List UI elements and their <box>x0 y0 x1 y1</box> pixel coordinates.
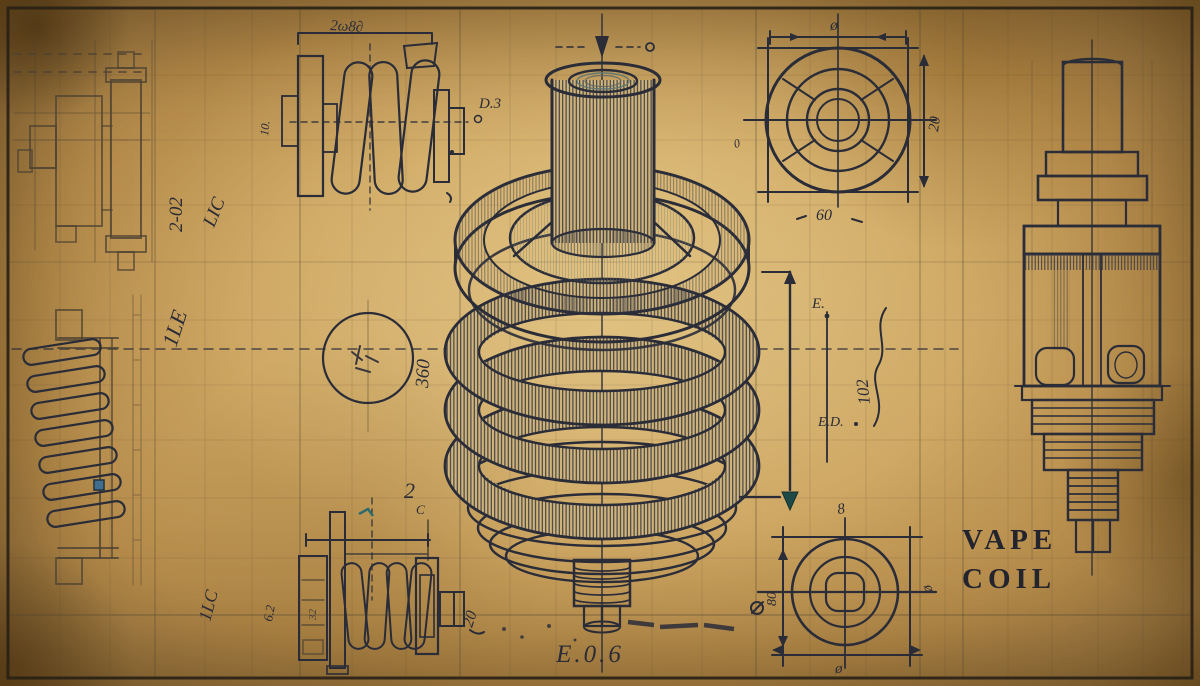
dim-label-6-2: 6.2 <box>260 603 278 622</box>
ink-smudges <box>627 619 735 632</box>
dim-label-tr-left: 0 <box>732 136 741 151</box>
dim-label-10: 10. <box>257 120 272 136</box>
right-tank-side-view <box>1014 39 1171 576</box>
border-frame <box>6 6 1194 680</box>
top-right-circular-view <box>743 13 937 223</box>
dim-label-1le: 1LE <box>157 306 192 349</box>
dim-label-bl-32: 32 <box>307 609 319 622</box>
dim-label-bl-c: C <box>416 502 425 517</box>
dim-label-1lc: 1LC <box>195 587 223 623</box>
dim-label-bl-2: 2 <box>404 478 415 503</box>
drawing-code: E.0.6 <box>555 641 624 668</box>
dimension-chain <box>738 270 887 512</box>
title-block: VAPE COIL <box>962 524 1057 595</box>
dim-label-br-bottom: ø <box>834 661 843 677</box>
top-left-coil-assembly-view <box>281 32 469 211</box>
dim-label-ed: E.D. <box>817 415 844 430</box>
bottom-left-coil-assembly-view <box>298 497 485 675</box>
left-top-side-view <box>13 39 153 271</box>
dim-label-tr-right: 20 <box>926 115 944 133</box>
dim-label-tr-top: ø <box>829 17 839 34</box>
dim-label-bl-20: 20 <box>460 609 481 629</box>
reference-circle <box>321 299 415 433</box>
spring-coil-loops <box>22 338 126 528</box>
dim-label-br-left: 80 <box>765 592 780 606</box>
dim-label-2-02: 2-02 <box>166 197 187 232</box>
dim-label-tr-bottom: 60 <box>816 207 832 224</box>
left-bottom-spring-view <box>22 294 142 586</box>
bottom-threaded-stud <box>572 558 632 634</box>
dim-label-d3: D.3 <box>478 96 501 112</box>
helical-coil-windings <box>443 277 761 541</box>
dim-label-360: 360 <box>412 358 435 389</box>
top-chimney-cylinder <box>544 61 662 259</box>
dim-label-lic: LIC <box>199 194 230 231</box>
dim-label-br-top: 8 <box>836 501 846 518</box>
teal-arrowhead <box>781 491 799 512</box>
dim-label-top-left: 2ω8∂ <box>330 18 364 36</box>
blue-ink-mark <box>93 479 105 491</box>
dim-label-e: E. <box>811 296 825 312</box>
bottom-right-circular-view <box>750 517 938 669</box>
title-line-2: COIL <box>962 563 1056 595</box>
ink-dots <box>502 624 577 642</box>
dim-label-102: 102 <box>852 378 874 406</box>
main-coil-isometric-view <box>443 13 761 673</box>
title-line-1: VAPE <box>962 524 1057 556</box>
teal-ink-mark <box>358 507 375 517</box>
